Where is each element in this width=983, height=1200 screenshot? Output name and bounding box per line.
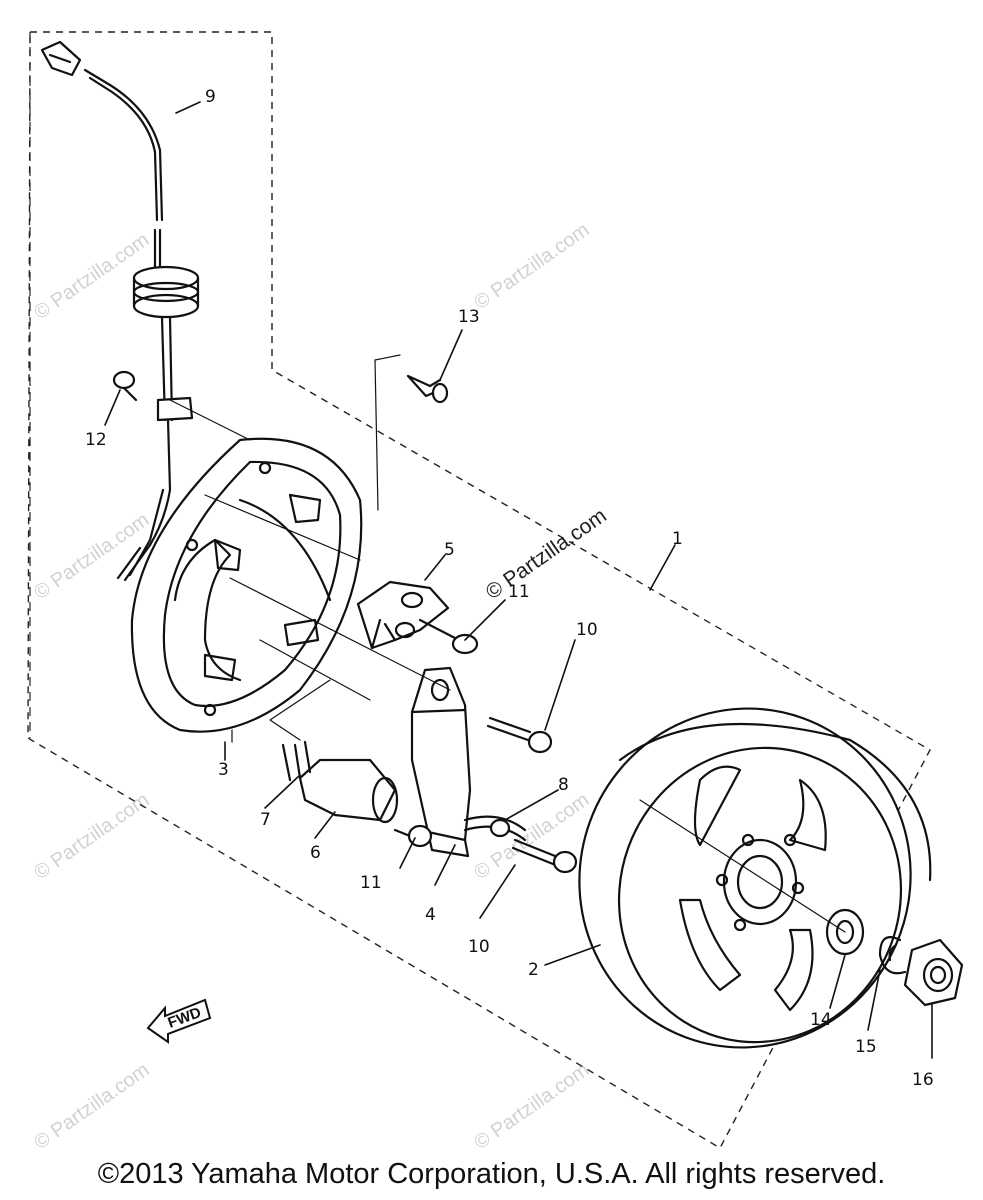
callout-13: 12 bbox=[85, 430, 107, 450]
copyright-notice: ©2013 Yamaha Motor Corporation, U.S.A. A… bbox=[97, 1158, 886, 1190]
watermark: © Partzilla.com bbox=[470, 219, 593, 314]
watermark: © Partzilla.com bbox=[470, 789, 593, 884]
watermark: © Partzilla.com bbox=[470, 1059, 593, 1154]
watermark: © Partzilla.com bbox=[30, 789, 153, 884]
callout-15: 14 bbox=[810, 1010, 832, 1030]
callout-3: 3 bbox=[218, 760, 229, 780]
bolt-10-upper bbox=[486, 716, 553, 754]
screw-12 bbox=[418, 618, 479, 655]
callout-7: 7 bbox=[260, 810, 271, 830]
callout-11: 11 bbox=[360, 873, 382, 893]
washer-8 bbox=[489, 818, 511, 838]
contact-breaker bbox=[356, 580, 450, 650]
bolt-10-lower bbox=[511, 838, 578, 874]
watermark: © Partzilla.com bbox=[482, 504, 611, 604]
callout-14: 13 bbox=[458, 307, 480, 327]
lead-wire-assembly bbox=[40, 40, 200, 582]
callout-1: 1 bbox=[672, 529, 683, 549]
screw-11 bbox=[393, 824, 433, 848]
callout-4: 4 bbox=[425, 905, 436, 925]
callout-5: 5 bbox=[444, 540, 455, 560]
assembly-outline bbox=[27, 31, 931, 1149]
callout-10a: 10 bbox=[576, 620, 598, 640]
callout-2: 2 bbox=[528, 960, 539, 980]
screw-13 bbox=[112, 370, 138, 402]
watermark: © Partzilla.com bbox=[30, 1059, 153, 1154]
condenser bbox=[281, 740, 399, 824]
callout-6: 6 bbox=[310, 843, 321, 863]
leader-lines bbox=[169, 354, 846, 933]
callout-10b: 10 bbox=[468, 937, 490, 957]
stator-plate bbox=[130, 437, 363, 733]
callout-8: 8 bbox=[558, 775, 569, 795]
flywheel-rotor bbox=[578, 707, 932, 1049]
callout-leaders bbox=[104, 101, 933, 1059]
callout-9: 9 bbox=[205, 87, 216, 107]
ignition-coil bbox=[410, 666, 527, 858]
lock-washer-16 bbox=[878, 936, 907, 975]
callout-16: 15 bbox=[855, 1037, 877, 1057]
callout-12: 11 bbox=[508, 582, 530, 602]
forward-arrow: FWD bbox=[146, 998, 212, 1044]
callout-17: 16 bbox=[912, 1070, 934, 1090]
screw-14 bbox=[406, 374, 449, 404]
callout-labels: 9 12 13 1 5 11 10 8 3 7 6 11 4 10 2 14 1… bbox=[85, 87, 934, 1090]
nut-17 bbox=[903, 938, 964, 1007]
